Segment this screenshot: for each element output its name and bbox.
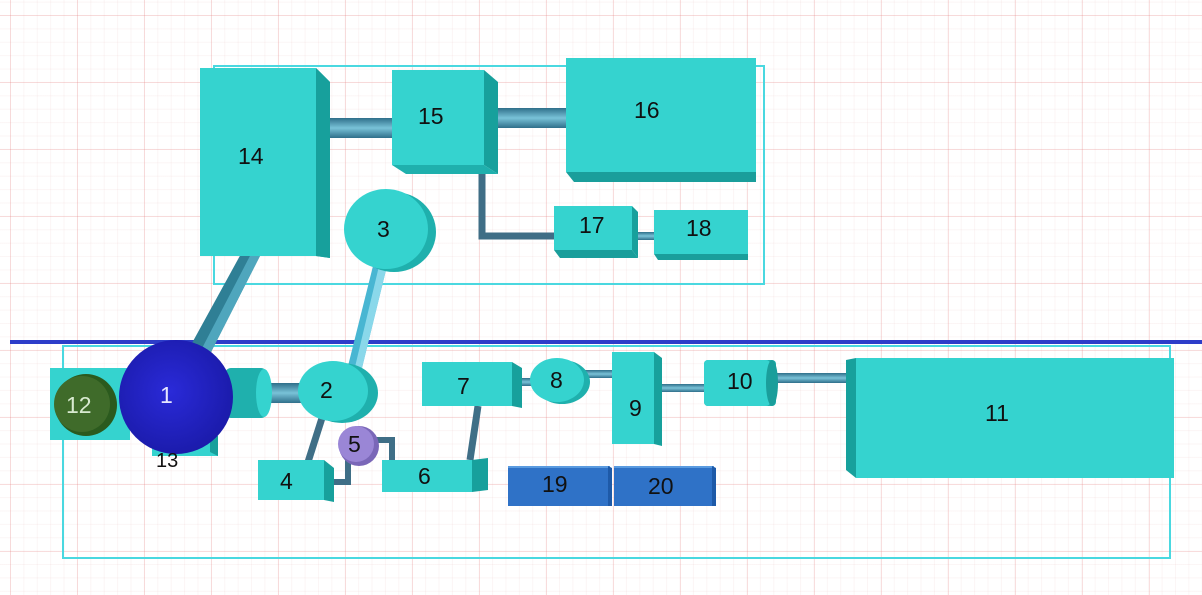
component-9 — [612, 352, 662, 446]
component-8 — [530, 358, 590, 404]
label-16: 16 — [634, 97, 660, 123]
pipe-8-9 — [580, 370, 626, 378]
label-3: 3 — [377, 216, 390, 242]
label-11: 11 — [985, 400, 1009, 426]
component-1 — [119, 340, 233, 454]
pipe-17-18 — [634, 232, 658, 240]
label-6: 6 — [418, 463, 431, 489]
component-16 — [566, 58, 756, 182]
component-11 — [846, 358, 1174, 478]
component-7 — [422, 362, 522, 408]
label-20: 20 — [648, 473, 674, 499]
pipe-14-15 — [316, 118, 392, 138]
pipe-6-7 — [466, 405, 482, 461]
label-9: 9 — [629, 395, 642, 421]
label-1: 1 — [160, 382, 173, 408]
pipe-2-4 — [304, 416, 326, 464]
pipe-3-2-highlight — [355, 266, 387, 368]
pipe-7-8 — [516, 378, 540, 386]
label-8: 8 — [550, 367, 563, 393]
component-2 — [298, 361, 378, 423]
pipe-1-14-highlight — [198, 252, 262, 358]
pipe-9-10 — [648, 384, 706, 392]
pipe-10-11 — [776, 373, 852, 383]
label-19: 19 — [542, 471, 568, 497]
label-10: 10 — [727, 368, 753, 394]
component-6 — [382, 458, 488, 492]
component-20 — [614, 466, 716, 506]
component-15 — [392, 70, 498, 174]
label-17: 17 — [579, 212, 605, 238]
component-19 — [508, 466, 612, 506]
pipe-15-16 — [484, 108, 568, 128]
label-5: 5 — [348, 431, 361, 457]
label-7: 7 — [457, 373, 470, 399]
label-12: 12 — [66, 392, 92, 418]
component-1-coupling — [225, 368, 272, 418]
component-12 — [54, 374, 117, 436]
component-3 — [344, 189, 436, 272]
pipe-15-17 — [478, 172, 556, 240]
component-17 — [554, 206, 638, 258]
label-15: 15 — [418, 103, 444, 129]
label-14: 14 — [238, 143, 264, 169]
label-18: 18 — [686, 215, 712, 241]
component-18 — [654, 210, 748, 260]
label-4: 4 — [280, 468, 293, 494]
component-14 — [200, 68, 330, 258]
component-4 — [258, 460, 334, 502]
component-10 — [704, 360, 778, 406]
label-13: 13 — [156, 450, 178, 472]
component-5 — [338, 426, 379, 466]
label-2: 2 — [320, 377, 333, 403]
